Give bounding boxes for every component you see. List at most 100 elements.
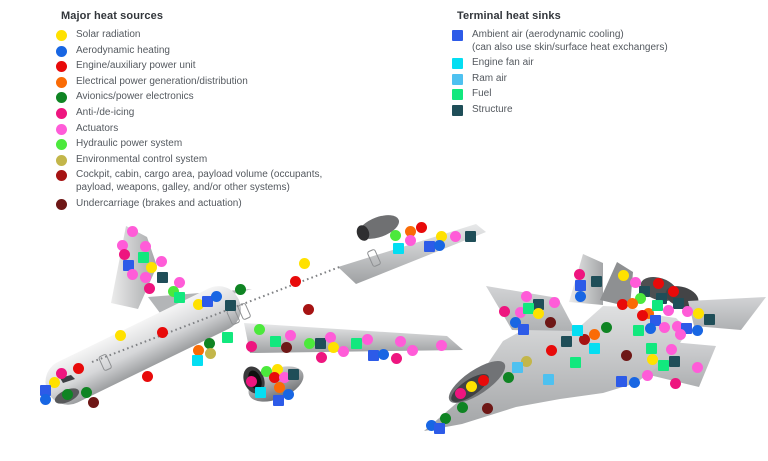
jet-marker-structure [638,285,650,297]
jet-marker-fanair [588,342,600,354]
airliner-marker-actuators [284,329,296,341]
airliner-marker-hydraulic [389,229,401,241]
undercarriage-circle-swatch [56,198,67,210]
airliner-marker-solar [145,261,157,273]
legend-item-antiice: Anti-/de-icing [56,107,386,120]
jet-marker-aero [425,419,437,431]
jet-marker-structure [560,335,572,347]
jet-marker-aero [628,376,640,388]
legend-item-label: Aerodynamic heating [76,44,170,56]
airliner-marker-actuators [139,240,151,252]
airliner-marker-engine [141,370,153,382]
jet-marker-ambient [517,323,529,335]
jet-marker-antiice [669,377,681,389]
jet-marker-avionics [600,321,612,333]
airliner-marker-actuators [449,230,461,242]
ambient-square-swatch [452,30,463,41]
jet-marker-electrical [642,307,654,319]
jet-marker-engine [667,285,679,297]
airliner-marker-antiice [118,248,130,260]
ramair-square-swatch [452,73,463,85]
airliner-right-wing [338,224,486,284]
jet-marker-ecs [520,355,532,367]
airliner-marker-antiice [245,375,257,387]
jet-marker-actuators [691,361,703,373]
engine-circle-swatch [56,61,67,73]
jet-marker-cabin [578,333,590,345]
jet-marker-actuators [671,320,683,332]
jet-marker-actuators [641,369,653,381]
jet-marker-actuators [665,343,677,355]
jet-marker-solar [465,380,477,392]
aero-circle-swatch [56,45,67,57]
airliner-doors [98,249,381,371]
airliner-marker-actuators [324,331,336,343]
jet-marker-engine [545,344,557,356]
airliner-marker-ambient [272,394,284,406]
legend-item-solar: Solar radiation [56,29,386,42]
airliner-marker-electrical [192,344,204,356]
jet-marker-undercarriage [481,402,493,414]
airliner-marker-solar [114,329,126,341]
jet-marker-fuel [522,302,534,314]
legend-item-label: Hydraulic power system [76,138,183,150]
airliner-marker-engine [289,275,301,287]
legend-item-label: Structure [472,103,513,115]
airliner-marker-actuators [435,339,447,351]
jet-body [424,306,688,431]
jet-marker-engine [616,298,628,310]
airliner-marker-fuel [221,331,233,343]
fuel-square-swatch [452,89,463,101]
airliner-marker-hydraulic [303,337,315,349]
airliner-marker-ambient [367,349,379,361]
jet-marker-avionics [502,371,514,383]
jet-marker-fuel [632,324,644,336]
avionics-circle-swatch [56,92,67,104]
jet-marker-solar [692,307,704,319]
airliner-marker-structure [224,299,236,311]
airliner-marker-structure [314,337,326,349]
antiice-circle-swatch [56,107,67,119]
airliner-marker-ambient [122,259,134,271]
airliner-marker-actuators [278,371,290,383]
jet-marker-engine [652,277,664,289]
airliner-marker-engine [268,371,280,383]
legend-item-label: Environmental control system [76,153,208,165]
airliner-far-engine [356,215,400,241]
airliner-marker-ecs [204,347,216,359]
solar-circle-swatch [56,30,67,41]
airliner-marker-hydraulic [253,323,265,335]
jet-marker-ambient [574,279,586,291]
legend-item-label: Avionics/power electronics [76,91,194,103]
jet-marker-electrical [626,297,638,309]
airliner-marker-aero [282,388,294,400]
airliner-marker-actuators [126,225,138,237]
airliner-marker-ambient [423,240,435,252]
airliner-marker-antiice [245,340,257,352]
jet-marker-avionics [456,401,468,413]
legend-item-label: Undercarriage (brakes and actuation) [76,197,242,209]
jet-marker-actuators [520,290,532,302]
airliner-marker-fuel [173,291,185,303]
airliner-marker-avionics [80,386,92,398]
jet-marker-aero [691,324,703,336]
legend-item-undercarriage: Undercarriage (brakes and actuation) [56,198,386,211]
jet-marker-ambient [649,314,661,326]
jet-marker-actuators [629,276,641,288]
jet-marker-structure [703,313,715,325]
jet-marker-avionics [439,412,451,424]
jet-marker-fuel [645,342,657,354]
airliner-marker-solar [48,376,60,388]
jet-marker-fuel [657,359,669,371]
airliner-marker-structure [464,230,476,242]
jet-marker-structure [668,355,680,367]
jet-marker-ambient [433,422,445,434]
actuators-circle-swatch [56,123,67,135]
airliner-marker-actuators [406,344,418,356]
airliner-marker-ambient [39,384,51,396]
airliner-marker-antiice [143,282,155,294]
airliner-marker-solar [435,230,447,242]
airliner-marker-fuel [350,337,362,349]
legend-item-label: Anti-/de-icing [76,106,135,118]
